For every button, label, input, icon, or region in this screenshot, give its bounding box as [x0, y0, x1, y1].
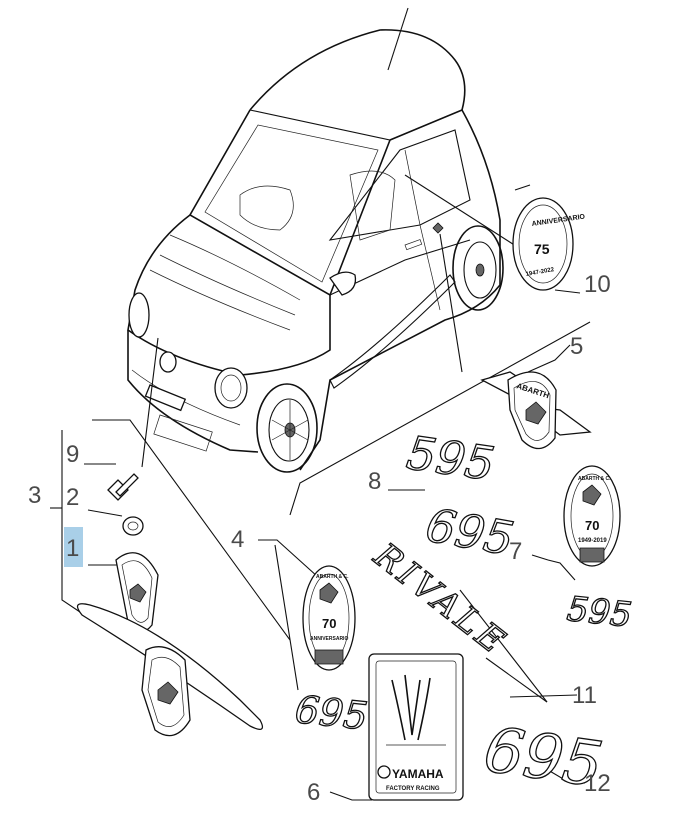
- callout-6[interactable]: 6: [307, 779, 320, 806]
- callout-12[interactable]: 12: [584, 770, 611, 797]
- callout-11[interactable]: 11: [572, 682, 597, 709]
- part-10-round-badge: ANNIVERSARIO 75 1947-2022: [512, 197, 586, 291]
- part-7-seventy-badge: ABARTH & C. 70 1949-2019: [563, 465, 621, 567]
- part-8-595-lettering: 595: [403, 425, 499, 492]
- part-6-yamaha-badge: YAMAHA FACTORY RACING: [368, 653, 464, 801]
- callout-3[interactable]: 3: [28, 482, 41, 509]
- seventy-badge-brand: ABARTH & C.: [578, 476, 611, 482]
- anniversary-badge-text: ANNIVERSARIO: [310, 636, 348, 642]
- callout-10[interactable]: 10: [584, 271, 611, 298]
- part-3-front-emblem-bar: [76, 603, 264, 737]
- callout-8[interactable]: 8: [368, 468, 381, 495]
- lettering-695-middle: 695: [422, 498, 518, 566]
- anniversary-badge-brand: ABARTH & C.: [316, 574, 349, 580]
- anniversary-badge-number: 70: [322, 616, 336, 631]
- callout-1-highlight: [64, 527, 83, 567]
- leader-lines: [50, 174, 591, 801]
- callout-9[interactable]: 9: [66, 441, 79, 468]
- lettering-695-large: 695: [480, 713, 607, 802]
- round-badge-number: 75: [534, 241, 550, 257]
- part-2-clip: [122, 516, 144, 536]
- seventy-badge-number: 70: [585, 518, 599, 533]
- part-5-winged-abarth-badge: ABARTH: [480, 371, 592, 450]
- part-695-lettering-middle: 695: [421, 497, 518, 567]
- callout-7[interactable]: 7: [509, 538, 522, 565]
- callout-2[interactable]: 2: [66, 484, 79, 511]
- lettering-595-large: 595: [403, 425, 497, 491]
- part-695-lettering-large: 695: [479, 712, 608, 802]
- callout-5[interactable]: 5: [570, 333, 583, 360]
- car-illustration: [127, 7, 504, 473]
- round-badge-years: 1947-2022: [525, 267, 555, 278]
- lettering-595-small: 595: [565, 589, 634, 636]
- callout-4[interactable]: 4: [231, 526, 244, 553]
- part-9-screw: [107, 473, 139, 501]
- yamaha-badge-text: YAMAHA: [392, 767, 444, 781]
- lettering-695-left: 695: [293, 687, 370, 738]
- yamaha-badge-subtext: FACTORY RACING: [386, 786, 440, 792]
- part-4-anniversary-badge: ABARTH & C. 70 ANNIVERSARIO: [302, 565, 356, 671]
- callout-1[interactable]: 1: [66, 535, 79, 562]
- part-695-lettering-left: 695: [292, 687, 370, 740]
- part-595-lettering-right: 595: [564, 589, 634, 637]
- seventy-badge-years: 1949-2019: [578, 538, 607, 544]
- callout-labels: 1 2 3 4 5 6 7 8 9 10 11 12: [28, 271, 611, 806]
